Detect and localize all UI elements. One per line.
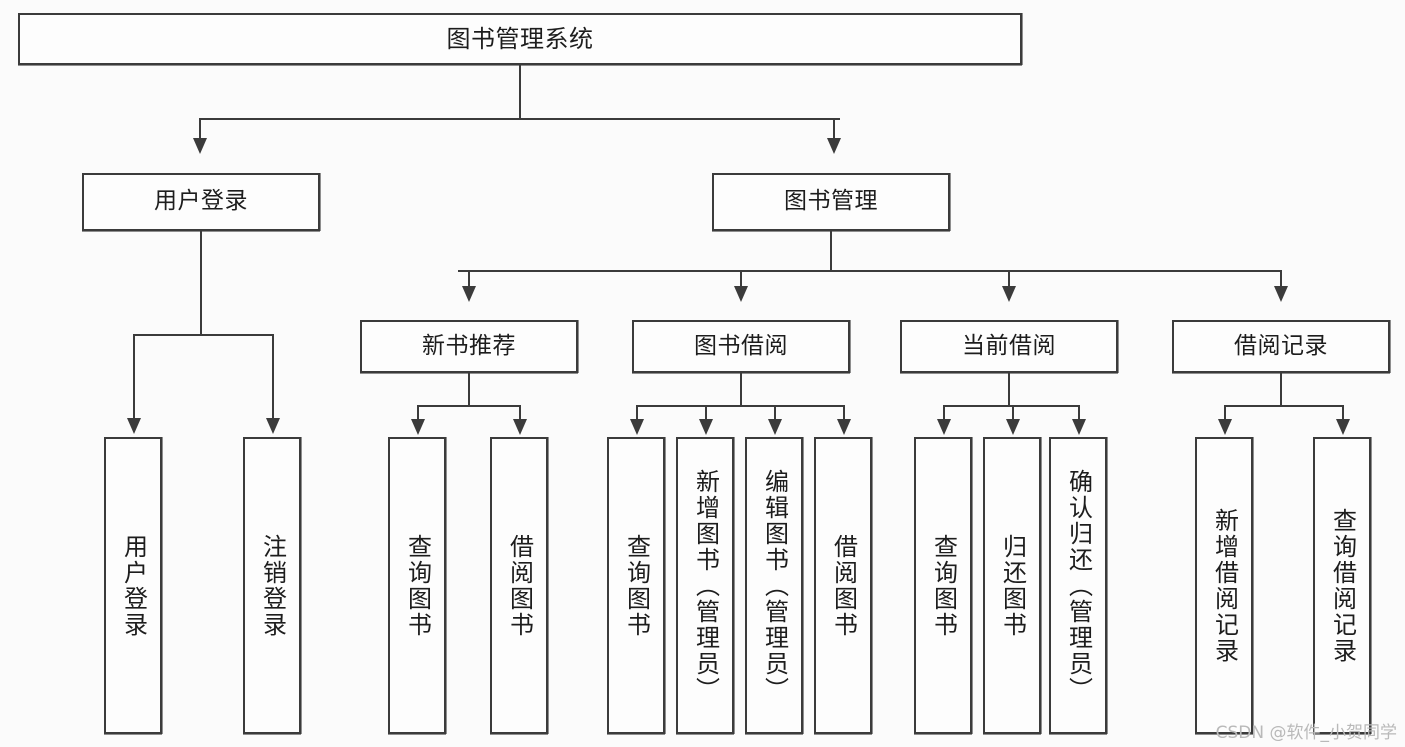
- connector-borrow-record-drop-1: [1224, 405, 1226, 421]
- leaf-current-borrow-1[interactable]: 查询图书: [914, 437, 972, 734]
- leaf-new-book-1-label: 查询图书: [403, 533, 432, 638]
- connector-book-borrow-drop-3: [774, 405, 776, 421]
- node-user-login-label: 用户登录: [154, 188, 248, 215]
- leaf-borrow-record-2-label: 查询借阅记录: [1328, 507, 1357, 664]
- connector-book-manage-drop-3: [1008, 270, 1010, 288]
- leaf-new-book-2-label: 借阅图书: [505, 533, 534, 638]
- node-borrow-record[interactable]: 借阅记录: [1172, 320, 1390, 373]
- arrow-current-borrow-leaf-2: [1006, 419, 1020, 435]
- leaf-book-borrow-1-label: 查询图书: [622, 533, 651, 638]
- leaf-user-login-1-label: 用户登录: [119, 533, 148, 638]
- arrow-book-borrow-leaf-2: [699, 419, 713, 435]
- node-root[interactable]: 图书管理系统: [18, 13, 1022, 65]
- leaf-new-book-2[interactable]: 借阅图书: [490, 437, 548, 734]
- connector-borrow-record-bus: [1224, 405, 1342, 407]
- connector-current-borrow-bus: [943, 405, 1078, 407]
- leaf-book-borrow-1[interactable]: 查询图书: [607, 437, 665, 734]
- connector-current-borrow-stem: [1008, 373, 1010, 405]
- arrow-current-borrow-leaf-3: [1072, 419, 1086, 435]
- arrow-root-to-book-manage: [827, 138, 841, 154]
- connector-new-book-drop-1: [417, 405, 419, 421]
- connector-user-login-drop-2: [272, 334, 274, 420]
- node-current-borrow[interactable]: 当前借阅: [900, 320, 1118, 373]
- connector-root-bus: [199, 118, 840, 120]
- arrow-book-manage-to-borrow: [734, 286, 748, 302]
- leaf-current-borrow-3[interactable]: 确认归还（管理员）: [1049, 437, 1107, 734]
- arrow-book-borrow-leaf-4: [837, 419, 851, 435]
- arrow-borrow-record-leaf-2: [1336, 419, 1350, 435]
- connector-user-login-drop-1: [133, 334, 135, 420]
- leaf-book-borrow-4[interactable]: 借阅图书: [814, 437, 872, 734]
- leaf-book-borrow-2-label: 新增图书（管理员）: [691, 468, 720, 703]
- node-book-manage[interactable]: 图书管理: [712, 173, 950, 231]
- connector-book-manage-drop-1: [468, 270, 470, 288]
- node-root-label: 图书管理系统: [446, 24, 594, 53]
- connector-current-borrow-drop-1: [943, 405, 945, 421]
- node-new-book-recommend[interactable]: 新书推荐: [360, 320, 578, 373]
- arrow-current-borrow-leaf-1: [937, 419, 951, 435]
- connector-book-borrow-drop-1: [636, 405, 638, 421]
- connector-book-borrow-drop-4: [843, 405, 845, 421]
- connector-book-manage-drop-4: [1280, 270, 1282, 288]
- connector-user-login-stem: [200, 231, 202, 334]
- leaf-book-borrow-3[interactable]: 编辑图书（管理员）: [745, 437, 803, 734]
- connector-book-manage-bus: [458, 270, 1282, 272]
- leaf-book-borrow-4-label: 借阅图书: [829, 533, 858, 638]
- connector-borrow-record-drop-2: [1342, 405, 1344, 421]
- connector-book-manage-stem: [830, 231, 832, 270]
- node-borrow-record-label: 借阅记录: [1234, 332, 1328, 359]
- leaf-user-login-2[interactable]: 注销登录: [243, 437, 301, 734]
- leaf-current-borrow-2-label: 归还图书: [998, 533, 1027, 638]
- arrow-user-login-leaf-2: [266, 418, 280, 434]
- arrow-new-book-leaf-2: [513, 419, 527, 435]
- connector-user-login-bus: [133, 334, 274, 336]
- connector-root-drop-2: [833, 118, 835, 140]
- node-current-borrow-label: 当前借阅: [962, 332, 1056, 359]
- node-user-login[interactable]: 用户登录: [82, 173, 320, 231]
- leaf-book-borrow-3-label: 编辑图书（管理员）: [760, 468, 789, 703]
- leaf-borrow-record-2[interactable]: 查询借阅记录: [1313, 437, 1371, 734]
- arrow-new-book-leaf-1: [411, 419, 425, 435]
- leaf-borrow-record-1[interactable]: 新增借阅记录: [1195, 437, 1253, 734]
- leaf-current-borrow-2[interactable]: 归还图书: [983, 437, 1041, 734]
- node-book-borrow-label: 图书借阅: [694, 332, 788, 359]
- leaf-current-borrow-1-label: 查询图书: [929, 533, 958, 638]
- leaf-current-borrow-3-label: 确认归还（管理员）: [1064, 468, 1093, 703]
- arrow-book-manage-to-current: [1002, 286, 1016, 302]
- leaf-user-login-1[interactable]: 用户登录: [104, 437, 162, 734]
- connector-current-borrow-drop-3: [1078, 405, 1080, 421]
- connector-book-borrow-bus: [636, 405, 844, 407]
- arrow-book-borrow-leaf-1: [630, 419, 644, 435]
- leaf-borrow-record-1-label: 新增借阅记录: [1210, 507, 1239, 664]
- arrow-borrow-record-leaf-1: [1218, 419, 1232, 435]
- arrow-book-manage-to-new-book: [462, 286, 476, 302]
- arrow-book-manage-to-record: [1274, 286, 1288, 302]
- connector-root-drop-1: [199, 118, 201, 140]
- connector-book-borrow-drop-2: [705, 405, 707, 421]
- leaf-new-book-1[interactable]: 查询图书: [388, 437, 446, 734]
- connector-current-borrow-drop-2: [1012, 405, 1014, 421]
- connector-new-book-drop-2: [519, 405, 521, 421]
- node-new-book-recommend-label: 新书推荐: [422, 332, 516, 359]
- connector-borrow-record-stem: [1280, 373, 1282, 405]
- node-book-borrow[interactable]: 图书借阅: [632, 320, 850, 373]
- connector-book-manage-drop-2: [740, 270, 742, 288]
- connector-book-borrow-stem: [740, 373, 742, 405]
- arrow-root-to-user-login: [193, 138, 207, 154]
- connector-root-stem: [519, 65, 521, 118]
- arrow-user-login-leaf-1: [127, 418, 141, 434]
- connector-new-book-stem: [468, 373, 470, 405]
- leaf-user-login-2-label: 注销登录: [258, 533, 287, 638]
- node-book-manage-label: 图书管理: [784, 188, 878, 215]
- leaf-book-borrow-2[interactable]: 新增图书（管理员）: [676, 437, 734, 734]
- connector-new-book-bus: [417, 405, 521, 407]
- arrow-book-borrow-leaf-3: [768, 419, 782, 435]
